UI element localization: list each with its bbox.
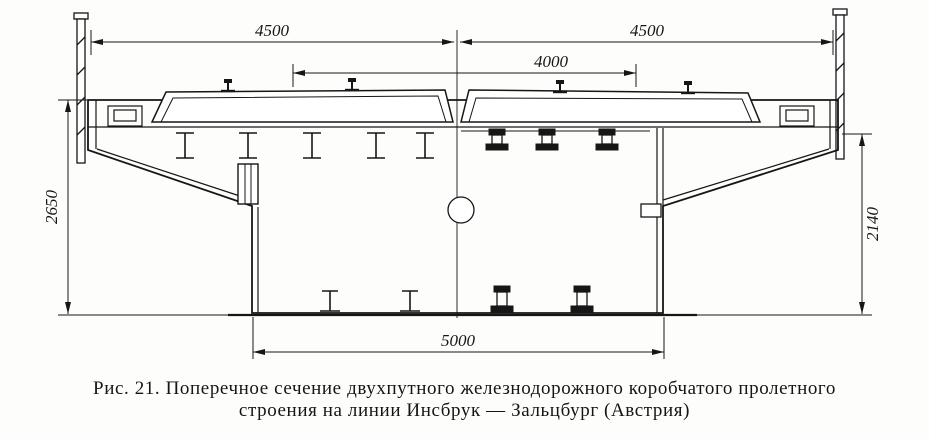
superstructure-outline: [87, 99, 839, 314]
ibeam-section: [415, 132, 435, 159]
rail-section: [343, 76, 361, 92]
dim-label-4000: 4000: [534, 52, 569, 71]
ballast-trough-left: [150, 89, 454, 123]
deck-trough-right: [460, 89, 762, 123]
bolt-assembly: [490, 285, 514, 314]
web-stiffener-left: [237, 163, 259, 205]
catenary-mast-left: [73, 12, 89, 164]
bridge-cross-section-drawing: 4500 4500 4000 2650 2140: [42, 8, 882, 359]
dimension-top-left: 4500: [90, 21, 454, 55]
bottom-stiffeners-left: [319, 290, 421, 312]
rail-section: [679, 79, 697, 95]
dimension-right-depth: 2140: [842, 133, 882, 314]
caption-text-1: Поперечное сечение двухпутного железнодо…: [165, 378, 836, 399]
dim-label-2650: 2650: [42, 190, 61, 225]
ibeam-section: [399, 290, 421, 312]
web-bracket: [640, 203, 662, 218]
floor-beams-left: [175, 132, 435, 159]
ibeam-section: [175, 132, 195, 159]
right-half-details: [447, 128, 662, 314]
catenary-mast-right: [832, 8, 848, 160]
cable-duct-right: [779, 105, 815, 127]
hanger-assembly: [485, 128, 509, 151]
hanger-assembly: [535, 128, 559, 151]
dim-label-4500-left: 4500: [255, 21, 290, 40]
ibeam-section: [302, 132, 322, 159]
caption-line-2: строения на линии Инсбрук — Зальцбург (А…: [238, 399, 691, 421]
figure-number: Рис. 21.: [93, 378, 161, 399]
dimension-top-right: 4500: [460, 21, 834, 55]
bolt-assembly: [570, 285, 594, 314]
ibeam-section: [319, 290, 341, 312]
hanger-assembly: [595, 128, 619, 151]
dimension-box-width: 5000: [252, 317, 665, 359]
ibeam-section: [366, 132, 386, 159]
dim-label-2140: 2140: [863, 207, 882, 242]
dim-label-4500-right: 4500: [630, 21, 665, 40]
figure-caption: Рис. 21. Поперечное сечение двухпутного …: [0, 378, 929, 421]
manhole-circle: [447, 196, 475, 224]
caption-line-1: Рис. 21. Поперечное сечение двухпутного …: [0, 378, 929, 400]
cable-duct-left: [107, 105, 143, 127]
dim-label-5000: 5000: [441, 331, 476, 350]
ibeam-section: [238, 132, 258, 159]
dimension-left-depth: 2650: [42, 99, 87, 314]
rail-section: [219, 77, 237, 93]
dimension-track-centers: 4000: [292, 52, 637, 87]
